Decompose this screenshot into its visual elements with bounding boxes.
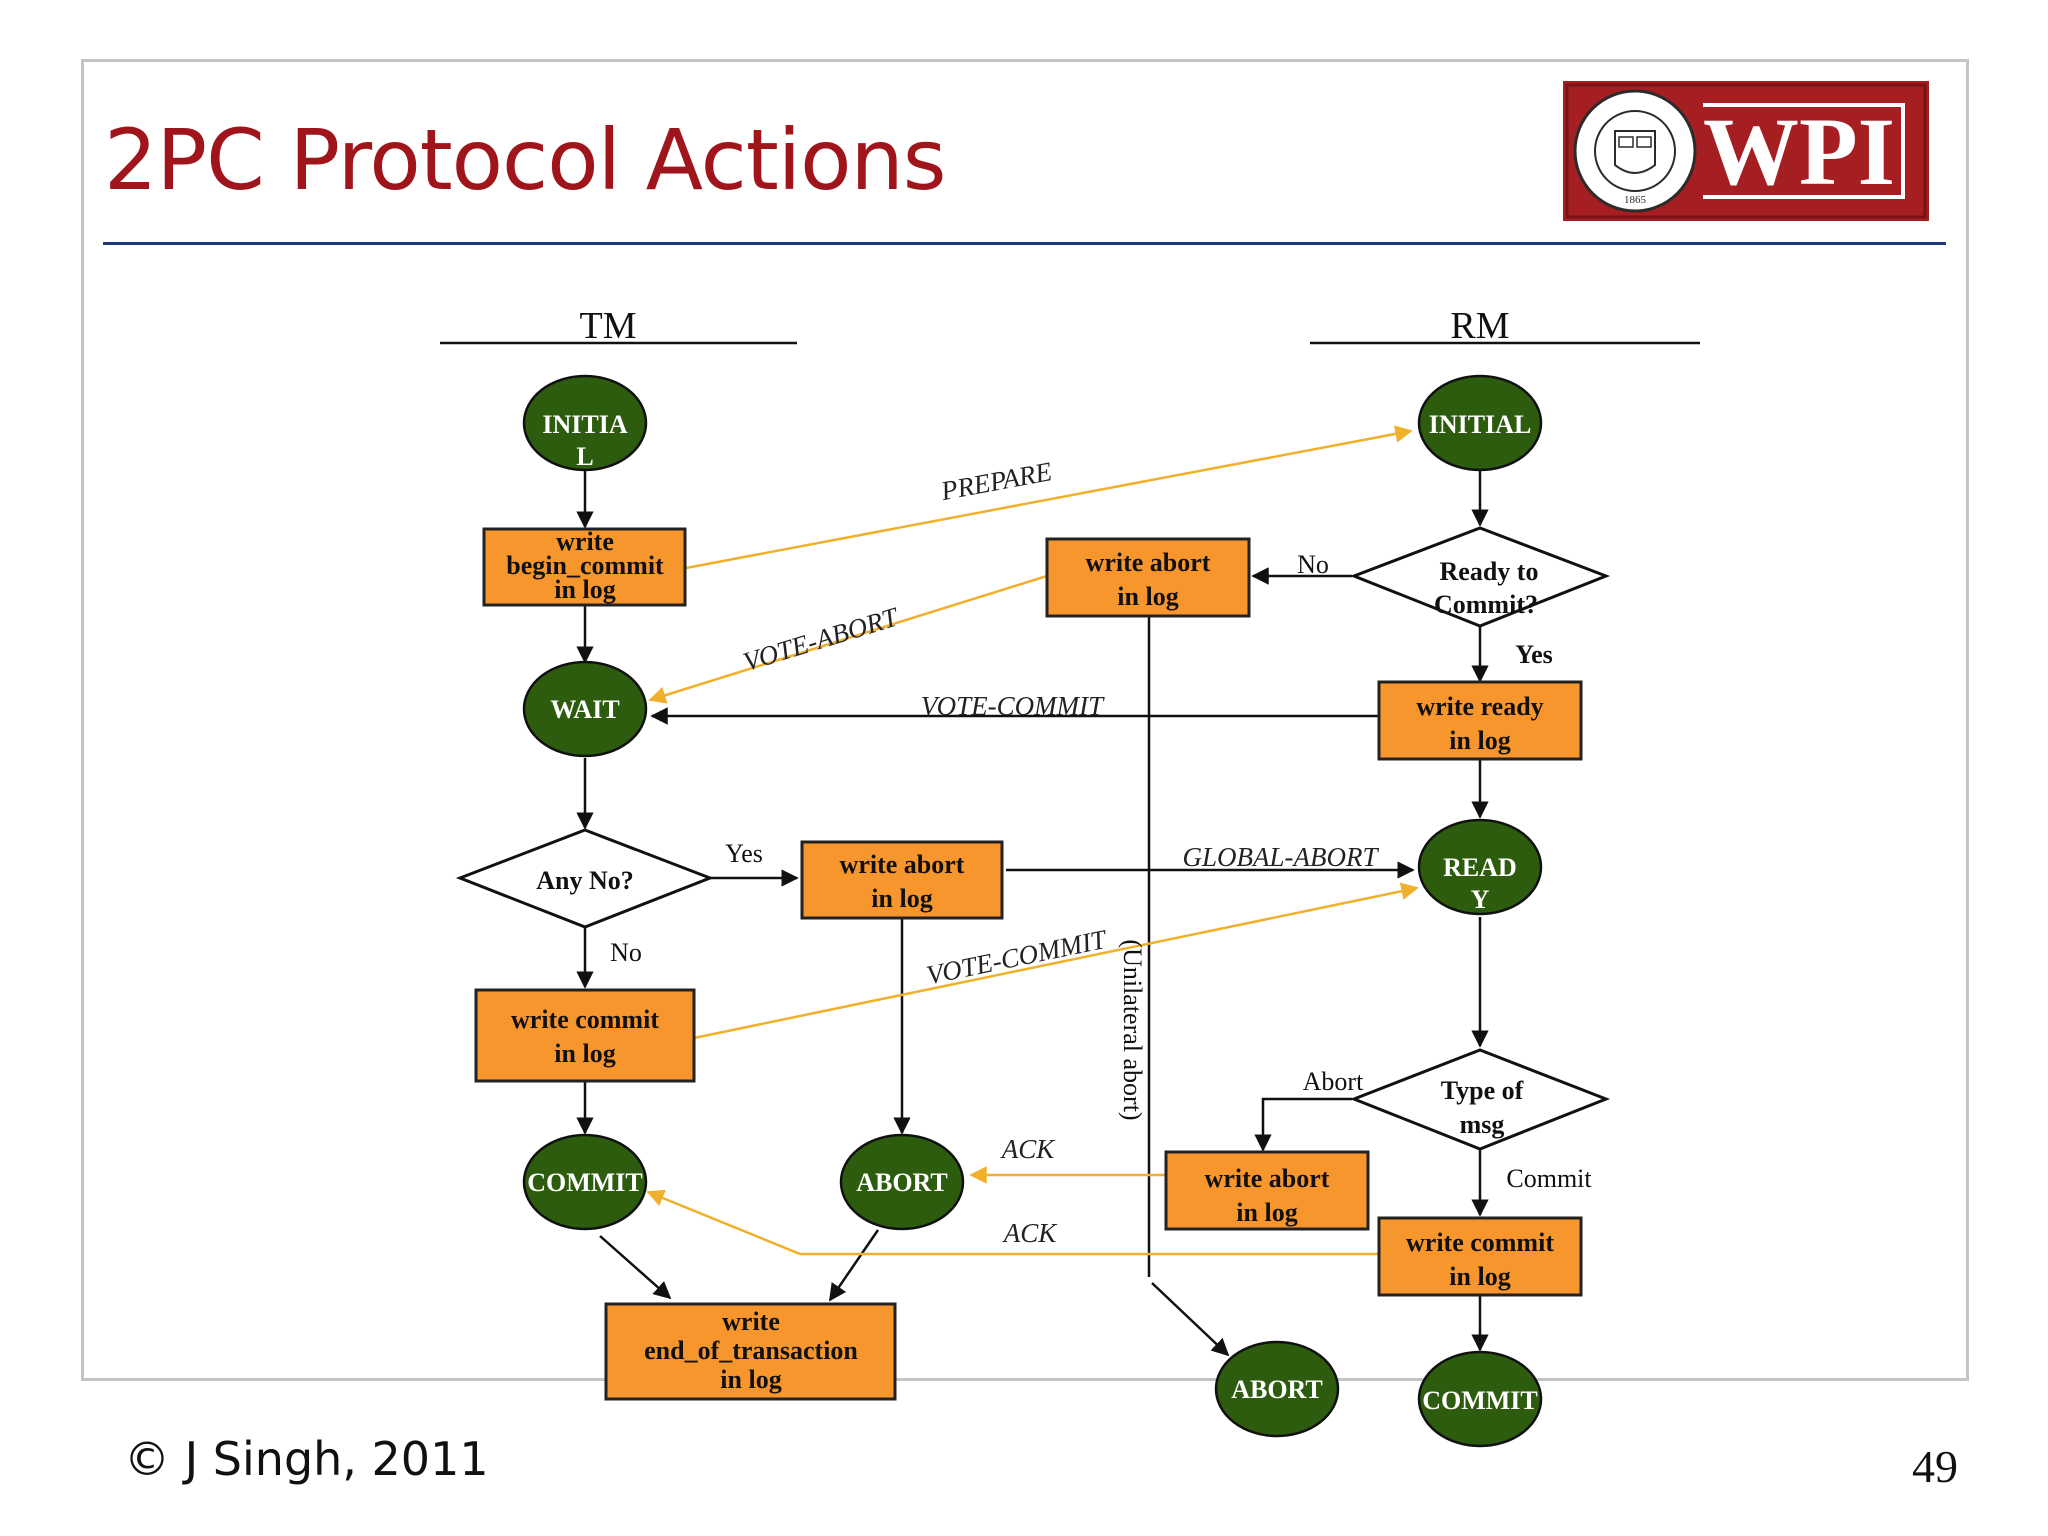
label-unilateral-abort: (Unilateral abort)	[1118, 939, 1147, 1120]
label-vote-commit: VOTE-COMMIT	[921, 691, 1105, 721]
tm-write-begin-commit-box	[482, 527, 687, 607]
rm-write-abort-top-box	[1045, 537, 1251, 618]
tm-heading: TM	[580, 305, 637, 347]
arrow-tm-commit-to-eot	[599, 1235, 672, 1300]
tm-abort-state	[839, 1133, 965, 1231]
arrow-vote-abort	[648, 574, 1048, 704]
arrow-ack-commit	[646, 1189, 801, 1256]
rm-abort-state	[1214, 1340, 1340, 1438]
label-ready-no: No	[1297, 550, 1329, 579]
wpi-logo: 1865 WPI	[1563, 81, 1929, 221]
label-ack-abort: ACK	[1000, 1134, 1057, 1164]
tm-write-commit-box	[474, 988, 696, 1083]
tm-commit-label: COMMIT	[527, 1168, 643, 1197]
rm-ready-label-2: Y	[1471, 885, 1490, 914]
title-rule	[103, 242, 1946, 245]
tm-wait-label: WAIT	[550, 695, 619, 724]
tm-write-abort-label-1: write abort	[840, 850, 965, 879]
arrow-prepare	[685, 425, 1413, 570]
rm-type-of-msg-label-2: msg	[1460, 1110, 1505, 1139]
logo-rule	[1703, 103, 1905, 199]
arrow-tm-abort-to-eot	[828, 1229, 880, 1302]
seal-year: 1865	[1624, 194, 1647, 206]
tm-write-begin-label-3: in log	[554, 575, 615, 604]
rm-write-ready-label-1: write ready	[1416, 692, 1543, 721]
rm-write-commit-label-1: write commit	[1406, 1228, 1554, 1257]
rm-write-ready-box	[1377, 680, 1583, 761]
tm-initial-state	[522, 374, 648, 472]
page-number: 49	[1912, 1441, 1958, 1492]
label-prepare: PREPARE	[938, 456, 1055, 506]
arrow-global-commit	[693, 882, 1419, 1040]
slide-frame	[81, 59, 1969, 1381]
seal-shield-icon	[1614, 130, 1656, 174]
label-global-abort: GLOBAL-ABORT	[1183, 842, 1380, 872]
rm-write-abort-bottom-box	[1164, 1150, 1370, 1231]
arrow-unilateral-to-abort	[1151, 1282, 1230, 1357]
tm-write-eot-box	[604, 1302, 897, 1401]
tm-initial-label-1: INITIA	[542, 410, 627, 439]
rm-commit-state	[1417, 1350, 1543, 1448]
slide-title: 2PC Protocol Actions	[104, 111, 946, 209]
label-ack-commit: ACK	[1002, 1218, 1059, 1248]
tm-initial-label-2: L	[576, 442, 593, 471]
arrow-typeofmsg-abort	[1254, 1097, 1352, 1152]
logo-wordmark: WPI	[1703, 98, 1895, 205]
rm-write-ready-label-2: in log	[1449, 726, 1510, 755]
label-typeofmsg-abort: Abort	[1303, 1067, 1364, 1096]
label-typeofmsg-commit: Commit	[1506, 1164, 1592, 1193]
tm-any-no-decision	[455, 828, 715, 929]
tm-write-begin-label-2: begin_commit	[506, 551, 664, 580]
rm-write-abort-top-label-1: write abort	[1086, 548, 1211, 577]
rm-ready-q-label-1: Ready to	[1440, 557, 1539, 586]
rm-type-of-msg-label-1: Type of	[1441, 1076, 1524, 1105]
rm-write-abort-bottom-label-1: write abort	[1205, 1164, 1330, 1193]
tm-write-eot-label-3: in log	[720, 1365, 781, 1394]
rm-write-commit-box	[1377, 1216, 1583, 1297]
tm-write-begin-label-1: write	[556, 527, 614, 556]
rm-ready-state	[1417, 818, 1543, 916]
label-anyno-yes: Yes	[725, 839, 763, 868]
tm-write-eot-label-2: end_of_transaction	[644, 1336, 858, 1365]
rm-commit-label: COMMIT	[1422, 1386, 1538, 1415]
rm-write-commit-label-2: in log	[1449, 1262, 1510, 1291]
label-vote-abort: VOTE-ABORT	[740, 601, 903, 677]
seal-book-icon	[1618, 136, 1634, 148]
tm-write-commit-label-2: in log	[554, 1039, 615, 1068]
rm-abort-label: ABORT	[1231, 1375, 1323, 1404]
rm-heading: RM	[1450, 305, 1509, 347]
rm-ready-to-commit-decision	[1349, 526, 1611, 628]
label-ready-yes: Yes	[1515, 640, 1553, 669]
tm-commit-state	[522, 1133, 648, 1231]
tm-write-abort-box	[800, 840, 1004, 920]
rm-ready-label-1: READ	[1443, 853, 1517, 882]
tm-wait-state	[522, 660, 648, 758]
label-anyno-no: No	[610, 938, 642, 967]
tm-write-eot-label-1: write	[722, 1307, 780, 1336]
rm-type-of-msg-decision	[1349, 1048, 1611, 1151]
footer-copyright: © J Singh, 2011	[124, 1432, 489, 1486]
rm-initial-label: INITIAL	[1429, 410, 1532, 439]
seal-inner-ring	[1594, 110, 1676, 192]
tm-any-no-label: Any No?	[536, 866, 634, 895]
logo-border	[1565, 83, 1927, 219]
rm-write-abort-top-label-2: in log	[1117, 582, 1178, 611]
rm-write-abort-bottom-label-2: in log	[1236, 1198, 1297, 1227]
label-global-commit: VOTE-COMMIT	[924, 924, 1110, 991]
rm-ready-q-label-2: Commit?	[1434, 590, 1538, 619]
tm-write-commit-label-1: write commit	[511, 1005, 659, 1034]
tm-write-abort-label-2: in log	[871, 884, 932, 913]
rm-initial-state	[1417, 374, 1543, 472]
tm-abort-label: ABORT	[856, 1168, 948, 1197]
seal-book-icon-2	[1636, 136, 1652, 148]
